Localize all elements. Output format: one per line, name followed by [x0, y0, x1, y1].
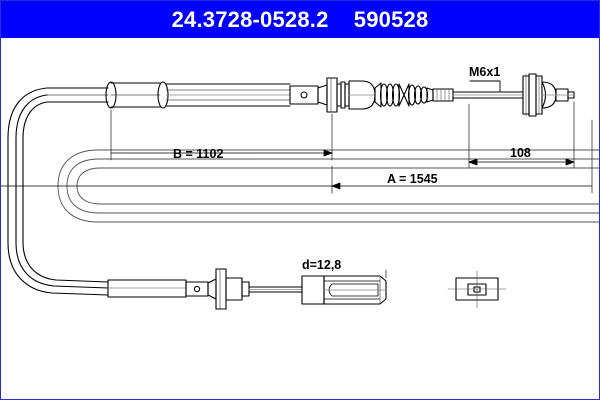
technical-drawing: B = 1102 A = 1545 108 M6x1 d=12,8 — [0, 38, 600, 399]
header-title: 24.3728-0528.2 590528 — [171, 6, 429, 32]
dimension-A — [0, 119, 593, 194]
dimension-label-A: A = 1545 — [387, 172, 438, 186]
thread-leader-line — [469, 80, 501, 92]
drawing-canvas: B = 1102 A = 1545 108 M6x1 d=12,8 — [0, 65, 600, 310]
dimension-label-B: B = 1102 — [173, 147, 223, 161]
end-terminal — [522, 73, 575, 117]
threaded-adjuster — [432, 88, 524, 102]
fork-end — [301, 275, 387, 305]
header-bar: 24.3728-0528.2 590528 — [1, 1, 599, 38]
lower-connector — [185, 268, 303, 310]
dimension-B — [110, 109, 333, 161]
cable-loop — [7, 87, 109, 296]
thread-label: M6x1 — [469, 65, 500, 79]
detail-clip — [447, 270, 507, 309]
mid-connector — [289, 77, 376, 113]
dimension-label-108: 108 — [510, 146, 531, 160]
lower-cable-sheath — [107, 279, 187, 298]
diameter-label: d=12,8 — [302, 258, 341, 272]
upper-cable-sheath — [46, 81, 291, 109]
bellows-boot — [374, 82, 434, 108]
dimension-108 — [468, 101, 575, 169]
